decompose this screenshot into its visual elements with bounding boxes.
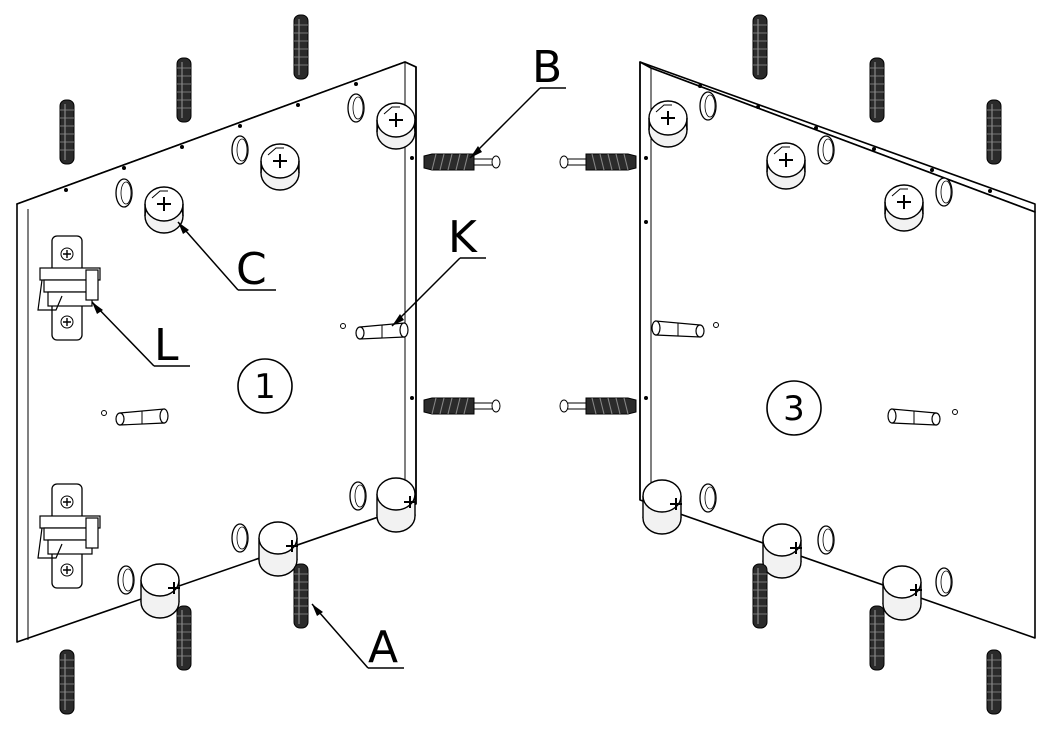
oval-hole	[699, 91, 717, 121]
screw-bolt	[423, 397, 501, 415]
oval-hole	[935, 567, 953, 597]
callout-c: C	[177, 221, 276, 295]
threaded-dowel	[869, 57, 885, 123]
top-edge-holes	[698, 84, 992, 193]
screw-bolt-b	[423, 153, 501, 171]
oval-hole	[817, 135, 835, 165]
dowel-hole	[952, 409, 958, 415]
threaded-dowel	[59, 649, 75, 715]
cylinder-fitting	[762, 523, 803, 579]
top-edge-holes	[64, 82, 358, 192]
panel-number-badge	[766, 380, 822, 436]
oval-hole	[699, 483, 717, 513]
callout-label-l: L	[154, 320, 179, 371]
oval-hole	[115, 178, 133, 208]
callout-label-c: C	[236, 244, 267, 295]
cam-lock-fitting	[144, 186, 184, 234]
dowel-hole	[713, 322, 719, 328]
screw-bolt	[559, 153, 637, 171]
cam-lock-fitting	[376, 102, 416, 150]
cam-lock-fitting	[884, 184, 924, 232]
cylinder-fitting	[642, 479, 683, 535]
panel-number-badge	[237, 358, 293, 414]
cylinder-fitting	[376, 477, 417, 533]
right-panel: 3	[639, 61, 1036, 639]
oval-hole	[347, 93, 365, 123]
threaded-dowel	[59, 99, 75, 165]
callout-label-b: B	[532, 42, 562, 93]
threaded-dowel	[293, 14, 309, 80]
threaded-dowel	[986, 649, 1002, 715]
oval-hole	[117, 565, 135, 595]
callout-l: L	[91, 301, 190, 371]
callout-k: K	[391, 212, 486, 327]
oval-hole	[231, 523, 249, 553]
screw-bolt	[559, 397, 637, 415]
bolt-hole	[644, 220, 648, 224]
threaded-dowel	[752, 563, 768, 629]
bolt-hole	[410, 396, 414, 400]
left-panel: 1	[16, 61, 417, 643]
dowel-hole	[101, 410, 107, 416]
threaded-dowel	[869, 605, 885, 671]
bolt-hole	[644, 396, 648, 400]
oval-hole	[231, 135, 249, 165]
cam-lock-fitting	[648, 100, 688, 148]
cylinder-fitting	[258, 521, 299, 577]
threaded-dowel	[986, 99, 1002, 165]
cylinder-fitting	[140, 563, 181, 619]
cam-lock-fitting	[766, 142, 806, 190]
callout-label-a: A	[368, 622, 398, 673]
cam-lock-fitting	[260, 143, 300, 191]
cylinder-fitting	[882, 565, 923, 621]
oval-hole	[817, 525, 835, 555]
panel-number: 3	[783, 389, 805, 429]
callout-a: A	[311, 603, 404, 673]
callout-label-k: K	[448, 212, 478, 263]
threaded-dowel-a	[293, 563, 309, 629]
dowel-hole	[340, 323, 346, 329]
panel-number: 1	[254, 367, 276, 407]
bolt-hole	[644, 156, 648, 160]
oval-hole	[349, 481, 367, 511]
callout-b: B	[469, 42, 566, 159]
threaded-dowel	[752, 14, 768, 80]
oval-hole	[935, 177, 953, 207]
threaded-dowel	[176, 605, 192, 671]
threaded-dowel	[176, 57, 192, 123]
bolt-hole	[410, 156, 414, 160]
